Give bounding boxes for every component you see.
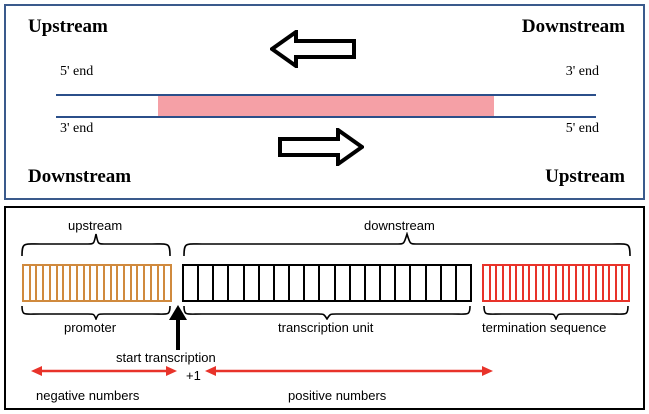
ladder-rung <box>64 266 72 300</box>
ladder-rung <box>275 266 291 300</box>
ladder-rung <box>491 266 498 300</box>
ladder-rung <box>366 266 382 300</box>
ladder-rung <box>118 266 126 300</box>
termination-sequence-ladder <box>482 264 630 302</box>
label-three-prime-end-right: 3' end <box>565 64 599 79</box>
ladder-rung <box>199 266 215 300</box>
label-plus-one: +1 <box>186 368 201 383</box>
ladder-rung <box>165 266 170 300</box>
ladder-rung <box>524 266 531 300</box>
brace-promoter <box>20 304 172 325</box>
ladder-rung <box>381 266 397 300</box>
ladder-rung <box>577 266 584 300</box>
ladder-rung <box>71 266 78 300</box>
ladder-rung <box>511 266 518 300</box>
ladder-rung <box>85 266 92 300</box>
label-five-prime-end-right: 5' end <box>565 121 599 136</box>
ladder-rung <box>442 266 457 300</box>
ladder-rung <box>517 266 524 300</box>
ladder-rung <box>145 266 152 300</box>
positive-numbers-arrow-icon <box>204 364 494 383</box>
brace-termination-sequence <box>482 304 630 325</box>
ladder-rung <box>159 266 166 300</box>
ladder-rung <box>31 266 38 300</box>
ladder-rung <box>411 266 427 300</box>
ladder-rung <box>98 266 105 300</box>
ladder-rung <box>504 266 511 300</box>
ladder-rung <box>24 266 31 300</box>
ladder-rung <box>112 266 119 300</box>
label-transcription-unit: transcription unit <box>278 320 374 335</box>
label-three-prime-end-left: 3' end <box>60 121 94 136</box>
ladder-rung <box>290 266 306 300</box>
ladder-rung <box>37 266 45 300</box>
ladder-rung <box>497 266 504 300</box>
leftward-block-arrow-icon <box>268 28 356 73</box>
ladder-rung <box>229 266 245 300</box>
ladder-rung <box>351 266 366 300</box>
ladder-rung <box>484 266 491 300</box>
ladder-rung <box>623 266 628 300</box>
ladder-rung <box>132 266 139 300</box>
label-termination-sequence: termination sequence <box>482 320 607 335</box>
ladder-rung <box>604 266 611 300</box>
ladder-rung <box>590 266 597 300</box>
brace-upstream <box>20 232 172 263</box>
dna-strand-top <box>56 94 596 96</box>
label-negative-numbers: negative numbers <box>36 388 140 403</box>
label-upstream-bottom-right: Upstream <box>545 166 625 187</box>
dna-orientation-panel: Upstream Downstream Downstream Upstream … <box>4 4 645 200</box>
ladder-rung <box>530 266 538 300</box>
ladder-rung <box>570 266 577 300</box>
negative-numbers-arrow-icon <box>30 364 178 383</box>
ladder-rung <box>427 266 442 300</box>
ladder-rung <box>584 266 591 300</box>
ladder-rung <box>184 266 200 300</box>
ladder-rung <box>51 266 58 300</box>
transcription-unit-ladder <box>182 264 472 302</box>
ladder-rung <box>58 266 65 300</box>
ladder-rung <box>320 266 336 300</box>
brace-transcription-unit <box>182 304 472 325</box>
label-promoter: promoter <box>64 320 117 335</box>
ladder-rung <box>214 266 230 300</box>
ladder-rung <box>125 266 132 300</box>
ladder-rung <box>564 266 571 300</box>
ladder-rung <box>152 266 159 300</box>
ladder-rung <box>245 266 260 300</box>
label-positive-numbers: positive numbers <box>288 388 387 403</box>
ladder-rung <box>617 266 624 300</box>
start-transcription-arrow-icon <box>166 304 190 357</box>
label-downstream-top-right: Downstream <box>521 16 625 37</box>
label-downstream: downstream <box>364 218 435 233</box>
ladder-rung <box>457 266 470 300</box>
ladder-rung <box>78 266 85 300</box>
ladder-rung <box>305 266 321 300</box>
promoter-ladder <box>22 264 172 302</box>
ladder-rung <box>138 266 146 300</box>
ladder-rung <box>260 266 275 300</box>
label-five-prime-end-left: 5' end <box>60 64 94 79</box>
ladder-rung <box>610 266 617 300</box>
transcription-unit-panel: upstream downstream p <box>4 206 645 410</box>
ladder-rung <box>396 266 412 300</box>
ladder-rung <box>597 266 604 300</box>
brace-downstream <box>182 231 632 263</box>
ladder-rung <box>537 266 544 300</box>
coding-region-highlight <box>158 96 494 116</box>
ladder-rung <box>91 266 99 300</box>
label-start-transcription: start transcription <box>116 350 216 365</box>
dna-strand-bottom <box>56 116 596 118</box>
ladder-rung <box>105 266 112 300</box>
ladder-rung <box>544 266 551 300</box>
rightward-block-arrow-icon <box>278 126 366 171</box>
ladder-rung <box>336 266 351 300</box>
ladder-rung <box>557 266 564 300</box>
ladder-rung <box>550 266 558 300</box>
label-upstream-top-left: Upstream <box>28 16 108 37</box>
label-upstream: upstream <box>68 218 123 233</box>
ladder-rung <box>44 266 51 300</box>
label-downstream-bottom-left: Downstream <box>28 166 132 187</box>
